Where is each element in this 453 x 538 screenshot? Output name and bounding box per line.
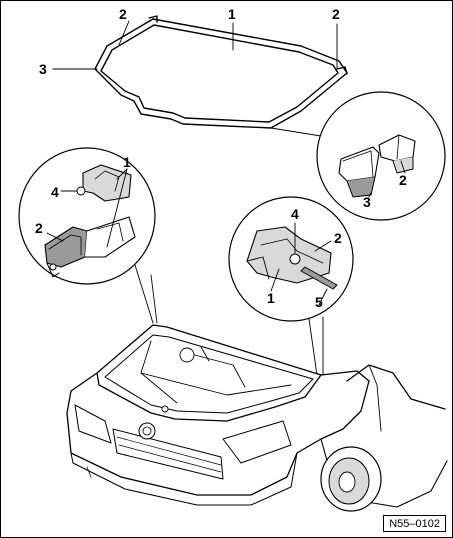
figure-reference-code: N55–0102: [383, 515, 446, 532]
callout-mid-4: 4: [291, 206, 299, 222]
callout-right-3: 3: [363, 194, 371, 210]
callout-left-4: 4: [51, 184, 59, 200]
leaders-top: [52, 20, 338, 137]
callout-mid-2: 2: [334, 230, 342, 246]
detail-circle-middle: [228, 196, 354, 322]
callout-left-1: 1: [123, 154, 131, 170]
callout-seal-2-right: 2: [332, 6, 340, 22]
callout-right-2: 2: [399, 172, 407, 188]
callout-seal-3: 3: [39, 61, 47, 77]
hood-seal-ring: [94, 15, 348, 129]
callout-mid-1: 1: [267, 290, 275, 306]
detail-circle-left: [18, 147, 156, 285]
callout-left-2: 2: [35, 220, 43, 236]
detail-circle-right: [316, 91, 446, 221]
callout-mid-5: 5: [315, 294, 323, 310]
callout-seal-1: 1: [228, 6, 236, 22]
connection-lines: [134, 264, 324, 376]
car-front: [66, 324, 448, 512]
callout-seal-2-left: 2: [119, 6, 127, 22]
